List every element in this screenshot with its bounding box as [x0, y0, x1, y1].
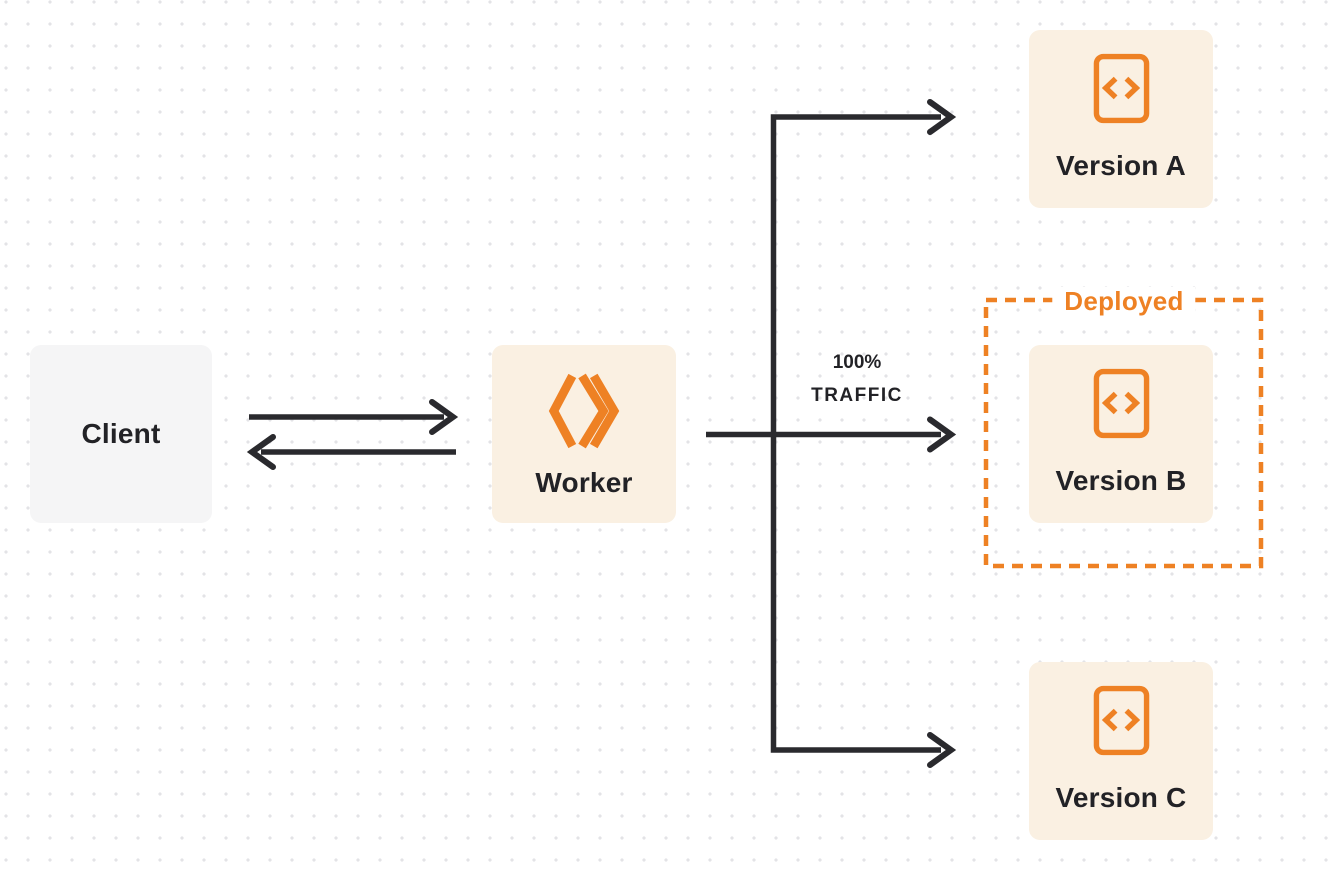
traffic-word: TRAFFIC: [811, 385, 903, 406]
version-b-arrowhead: [927, 416, 957, 453]
client-to-worker-arrow: [249, 399, 459, 435]
code-file-icon: [1093, 53, 1149, 124]
code-file-icon: [1093, 685, 1149, 756]
node-version-c: Version C: [1029, 662, 1213, 840]
node-version-a: Version A: [1029, 30, 1213, 208]
code-file-icon: [1093, 368, 1149, 439]
node-client: Client: [30, 345, 212, 523]
deployed-label: Deployed: [1052, 287, 1196, 315]
version-b-label: Version B: [1055, 465, 1187, 496]
traffic-branch-lines: [706, 114, 941, 753]
traffic-label: 100% TRAFFIC: [786, 346, 928, 412]
version-a-label: Version A: [1056, 150, 1186, 181]
version-c-label: Version C: [1055, 782, 1187, 813]
worker-label: Worker: [535, 467, 633, 498]
node-version-b: Version B: [1029, 345, 1213, 523]
version-c-arrowhead: [927, 732, 957, 768]
client-label: Client: [81, 418, 161, 449]
worker-to-client-arrow: [246, 434, 456, 470]
node-worker: Worker: [492, 345, 676, 523]
version-a-arrowhead: [927, 99, 957, 135]
traffic-percent: 100%: [832, 352, 882, 373]
workers-logo-icon: [548, 373, 620, 449]
